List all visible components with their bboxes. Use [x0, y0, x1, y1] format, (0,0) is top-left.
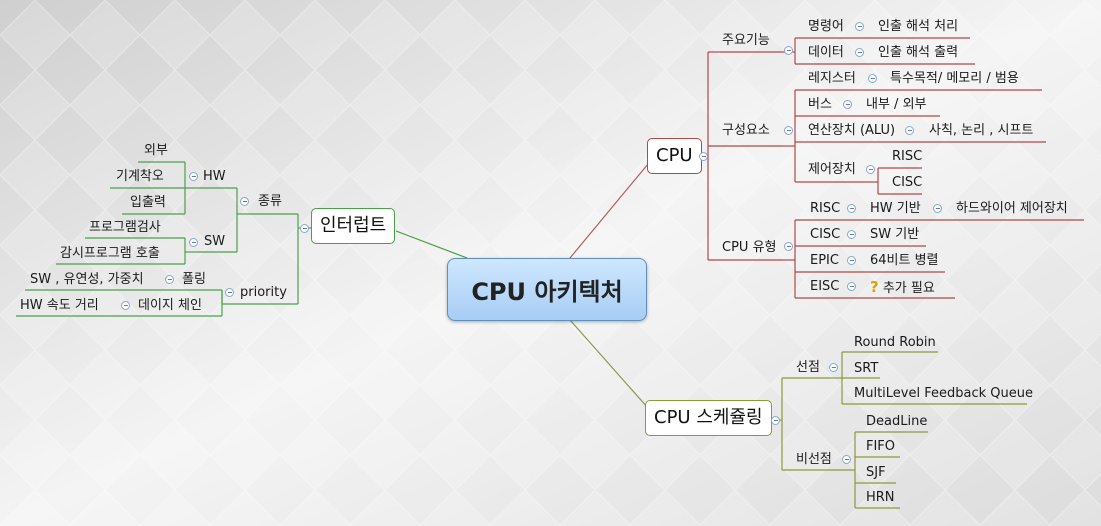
- collapse-icon[interactable]: [771, 416, 780, 425]
- node-priority[interactable]: priority: [240, 285, 287, 300]
- node-type-risc[interactable]: RISC: [810, 201, 841, 216]
- topic-cpu-scheduling[interactable]: CPU 스케쥴링: [645, 400, 772, 436]
- node-cpu-types[interactable]: CPU 유형: [722, 240, 777, 255]
- collapse-icon[interactable]: [847, 230, 856, 239]
- collapse-icon[interactable]: [905, 126, 914, 135]
- node-type-epic[interactable]: EPIC: [810, 253, 839, 268]
- collapse-icon[interactable]: [847, 256, 856, 265]
- collapse-icon[interactable]: [165, 275, 174, 284]
- node-deadline[interactable]: DeadLine: [866, 414, 928, 429]
- node-type-risc-detail[interactable]: HW 기반: [870, 201, 921, 216]
- node-hw[interactable]: HW: [203, 169, 226, 184]
- collapse-icon[interactable]: [121, 301, 130, 310]
- node-register[interactable]: 레지스터: [808, 71, 856, 86]
- node-preemptive[interactable]: 선점: [796, 360, 820, 375]
- node-sjf[interactable]: SJF: [866, 465, 886, 480]
- node-type-cisc-detail[interactable]: SW 기반: [870, 227, 920, 242]
- collapse-icon[interactable]: [843, 100, 852, 109]
- node-type-eisc-detail-wrap[interactable]: ? 추가 필요: [870, 279, 935, 297]
- node-polling-detail[interactable]: SW , 유연성, 가중치: [30, 272, 144, 287]
- collapse-icon[interactable]: [847, 204, 856, 213]
- node-register-detail[interactable]: 특수목적/ 메모리 / 범용: [890, 71, 1019, 86]
- collapse-icon[interactable]: [847, 282, 856, 291]
- node-type-epic-detail[interactable]: 64비트 병렬: [870, 253, 939, 268]
- node-instruction-detail[interactable]: 인출 해석 처리: [878, 19, 959, 34]
- question-icon: ?: [870, 278, 879, 296]
- node-hrn[interactable]: HRN: [866, 490, 895, 505]
- node-nonpreemptive[interactable]: 비선점: [796, 452, 832, 467]
- collapse-icon[interactable]: [784, 46, 793, 55]
- collapse-icon[interactable]: [933, 204, 942, 213]
- collapse-icon[interactable]: [225, 288, 234, 297]
- collapse-icon[interactable]: [784, 126, 793, 135]
- node-alu[interactable]: 연산장치 (ALU): [808, 123, 896, 138]
- node-control-risc[interactable]: RISC: [892, 149, 923, 164]
- node-daisy-chain[interactable]: 데이지 체인: [138, 298, 202, 313]
- topic-cpu[interactable]: CPU: [647, 138, 702, 174]
- node-type-eisc-detail: 추가 필요: [882, 281, 935, 296]
- node-type-cisc[interactable]: CISC: [810, 227, 841, 242]
- collapse-icon[interactable]: [189, 172, 198, 181]
- node-hw-machine-error[interactable]: 기계착오: [116, 169, 164, 184]
- node-components[interactable]: 구성요소: [722, 123, 770, 138]
- node-mlfq[interactable]: MultiLevel Feedback Queue: [854, 386, 1033, 401]
- node-polling[interactable]: 폴링: [182, 272, 206, 287]
- collapse-icon[interactable]: [784, 242, 793, 251]
- node-data[interactable]: 데이터: [808, 45, 844, 60]
- collapse-icon[interactable]: [842, 455, 851, 464]
- node-srt[interactable]: SRT: [854, 361, 879, 376]
- node-alu-detail[interactable]: 사칙, 논리 , 시프트: [929, 123, 1034, 138]
- node-main-functions[interactable]: 주요기능: [722, 33, 770, 48]
- collapse-icon[interactable]: [855, 22, 864, 31]
- node-data-detail[interactable]: 인출 해석 출력: [878, 45, 959, 60]
- node-sw-supervisor-call[interactable]: 감시프로그램 호출: [60, 246, 160, 261]
- collapse-icon[interactable]: [868, 74, 877, 83]
- collapse-icon[interactable]: [189, 238, 198, 247]
- node-bus[interactable]: 버스: [808, 97, 832, 112]
- collapse-icon[interactable]: [866, 165, 875, 174]
- node-type-risc-detail2[interactable]: 하드와이어 제어장치: [956, 201, 1068, 216]
- node-daisy-detail[interactable]: HW 속도 거리: [20, 298, 99, 313]
- node-type-eisc[interactable]: EISC: [810, 279, 840, 294]
- collapse-icon[interactable]: [699, 152, 708, 161]
- collapse-icon[interactable]: [300, 224, 309, 233]
- node-hw-external[interactable]: 외부: [144, 143, 168, 158]
- node-instruction[interactable]: 명령어: [808, 19, 844, 34]
- node-control-cisc[interactable]: CISC: [892, 175, 923, 190]
- node-round-robin[interactable]: Round Robin: [854, 335, 936, 350]
- root-topic[interactable]: CPU 아키텍처: [447, 258, 647, 321]
- node-sw[interactable]: SW: [204, 234, 226, 249]
- topic-interrupt[interactable]: 인터럽트: [311, 208, 396, 244]
- node-sw-program-check[interactable]: 프로그램검사: [89, 220, 161, 235]
- node-hw-io[interactable]: 입출력: [130, 195, 166, 210]
- node-fifo[interactable]: FIFO: [866, 439, 896, 454]
- collapse-icon[interactable]: [829, 363, 838, 372]
- node-kinds[interactable]: 종류: [258, 194, 282, 209]
- node-bus-detail[interactable]: 내부 / 외부: [866, 97, 927, 112]
- collapse-icon[interactable]: [855, 48, 864, 57]
- node-control-unit[interactable]: 제어장치: [808, 162, 856, 177]
- collapse-icon[interactable]: [240, 197, 249, 206]
